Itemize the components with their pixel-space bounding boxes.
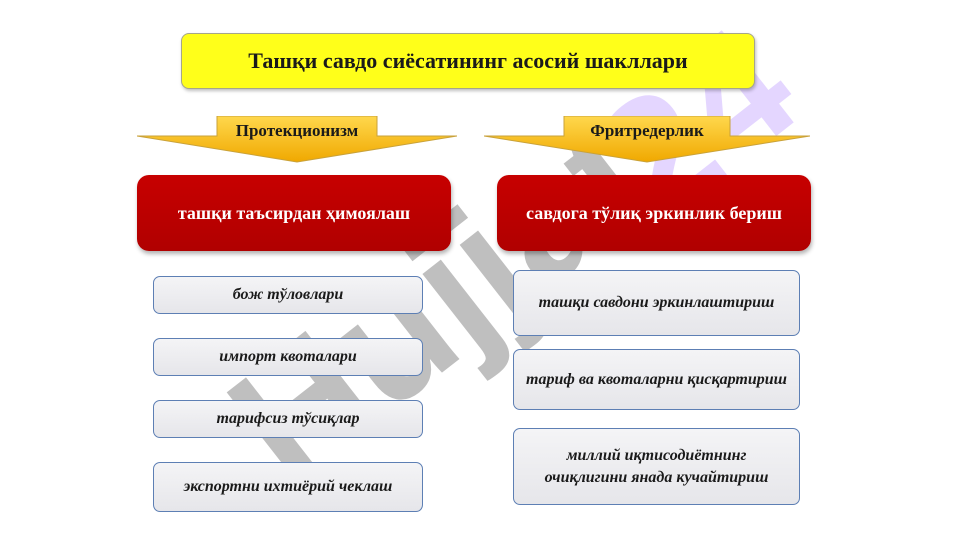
free-trade-label: Фритредерлик xyxy=(590,121,704,140)
item-text: экспортни ихтиёрий чеклаш xyxy=(183,478,393,496)
protectionism-main-text: ташқи таъсирдан ҳимоялаш xyxy=(177,202,411,223)
free-trade-item: ташқи савдони эркинлаштириш xyxy=(513,270,800,336)
protectionism-item: экспортни ихтиёрий чеклаш xyxy=(153,462,423,512)
free-trade-item: тариф ва квоталарни қисқартириш xyxy=(513,349,800,410)
protectionism-banner: Протекционизм xyxy=(137,116,457,164)
item-text: тариф ва квоталарни қисқартириш xyxy=(526,370,787,388)
free-trade-item: миллий иқтисодиётнинг очиқлигини янада к… xyxy=(513,428,800,505)
item-text: бож тўловлари xyxy=(232,286,344,304)
protectionism-item: импорт квоталари xyxy=(153,338,423,376)
free-trade-main-box: савдога тўлиқ эркинлик бериш xyxy=(497,175,811,251)
protectionism-main-box: ташқи таъсирдан ҳимоялаш xyxy=(137,175,451,251)
free-trade-main-text: савдога тўлиқ эркинлик бериш xyxy=(525,202,783,223)
item-text: ташқи савдони эркинлаштириш xyxy=(538,294,775,312)
diagram-title: Ташқи савдо сиёсатининг асосий шакллари xyxy=(181,33,755,89)
diagram-title-text: Ташқи савдо сиёсатининг асосий шакллари xyxy=(248,48,688,73)
item-text: импорт квоталари xyxy=(219,348,357,366)
item-text: тарифсиз тўсиқлар xyxy=(216,410,360,428)
banner-arrow-shape xyxy=(137,116,457,163)
protectionism-label: Протекционизм xyxy=(235,121,359,140)
protectionism-item: тарифсиз тўсиқлар xyxy=(153,400,423,438)
banner-arrow-shape xyxy=(484,116,810,163)
free-trade-banner: Фритредерлик xyxy=(484,116,810,164)
item-text: миллий иқтисодиётнинг очиқлигини янада к… xyxy=(544,446,769,486)
protectionism-item: бож тўловлари xyxy=(153,276,423,314)
